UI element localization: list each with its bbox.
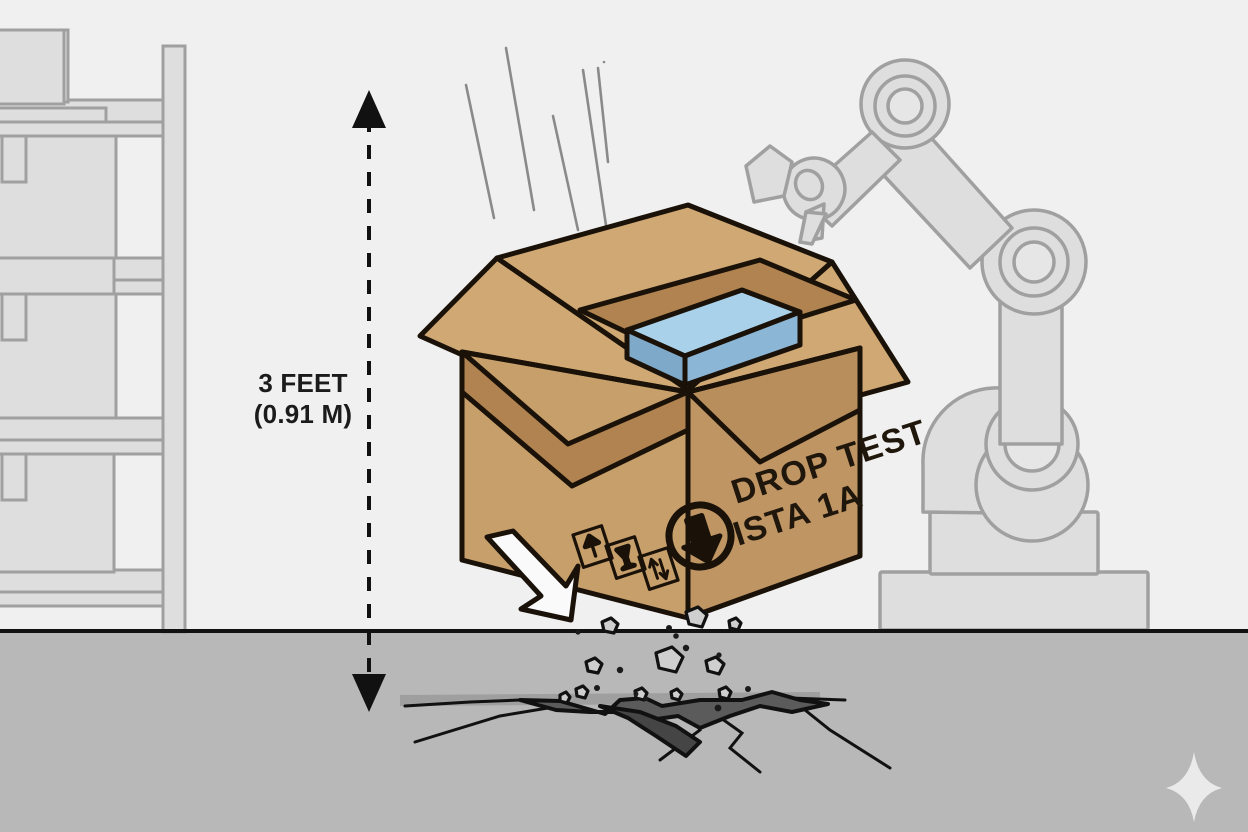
- dimension-arrow-up: [352, 90, 386, 128]
- debris-chip: [654, 645, 685, 674]
- debris-chip: [669, 687, 684, 702]
- product-left-face: [624, 327, 688, 388]
- robotic-arm-ghost: [744, 58, 1150, 632]
- motion-line: [551, 114, 580, 232]
- debris-dot: [594, 685, 600, 691]
- shelf-box: [0, 452, 116, 574]
- drop-height-label: 3 FEET (0.91 M): [248, 368, 358, 429]
- blue-product-inside-box: [624, 287, 803, 388]
- motion-speed-lines: [464, 46, 610, 234]
- debris-chip: [684, 605, 709, 629]
- debris-chip: [558, 690, 572, 705]
- debris-dot: [575, 629, 581, 635]
- debris-chip: [574, 684, 590, 700]
- crack-opening-deep: [598, 704, 702, 758]
- debris-dot: [633, 691, 639, 697]
- robot-elbow-joint-inner: [1012, 240, 1056, 284]
- debris-dot: [643, 696, 649, 702]
- debris-chip: [727, 616, 743, 632]
- shelf-upright-post: [161, 44, 187, 634]
- motion-line: [581, 68, 609, 234]
- drop-height-metric: (0.91 M): [253, 398, 353, 429]
- motion-line: [464, 83, 496, 220]
- motion-line: [504, 46, 536, 212]
- debris-chip: [584, 656, 604, 675]
- robot-base-plinth: [878, 570, 1150, 632]
- debris-chip: [717, 685, 733, 701]
- shelf-box: [0, 134, 118, 260]
- motion-line: [596, 66, 610, 164]
- handling-symbols-group: [571, 524, 680, 591]
- debris-dot: [616, 666, 624, 674]
- drop-height-imperial: 3 FEET: [258, 368, 348, 398]
- sparkle-watermark: [1166, 752, 1222, 822]
- debris-dot: [666, 625, 672, 631]
- shelf-box: [0, 28, 66, 106]
- this-way-up-icon: [571, 524, 614, 569]
- shelf-box: [0, 106, 108, 124]
- debris-dot: [716, 652, 722, 658]
- impact-crack: [400, 690, 892, 774]
- warehouse-shelving-ghost: [0, 28, 187, 634]
- debris-chip: [600, 616, 620, 635]
- keep-upright-icon: [637, 546, 680, 591]
- debris-dot: [745, 686, 751, 692]
- shelf-box: [0, 292, 118, 420]
- floor-background: [0, 632, 1248, 832]
- robot-wrist-joint-inner: [886, 87, 924, 125]
- debris-dot: [714, 704, 722, 712]
- shelf-board: [0, 568, 172, 608]
- debris-dot: [682, 644, 690, 652]
- robot-gripper-finger-left: [744, 144, 794, 204]
- debris-particles: [558, 605, 751, 712]
- impact-direction-arrow: [484, 528, 581, 623]
- dimension-arrow-down: [352, 674, 386, 712]
- robot-gripper-pivot: [793, 168, 825, 202]
- debris-dot: [673, 633, 679, 639]
- circled-down-arrow-icon: [665, 501, 735, 571]
- fragile-glass-icon: [604, 535, 647, 580]
- robot-gripper-finger-tip: [798, 210, 828, 246]
- debris-chip: [633, 686, 649, 702]
- shelf-board: [0, 416, 172, 456]
- crack-hairlines: [403, 695, 892, 774]
- drop-height-dimension: [352, 90, 386, 712]
- debris-chip: [704, 655, 726, 676]
